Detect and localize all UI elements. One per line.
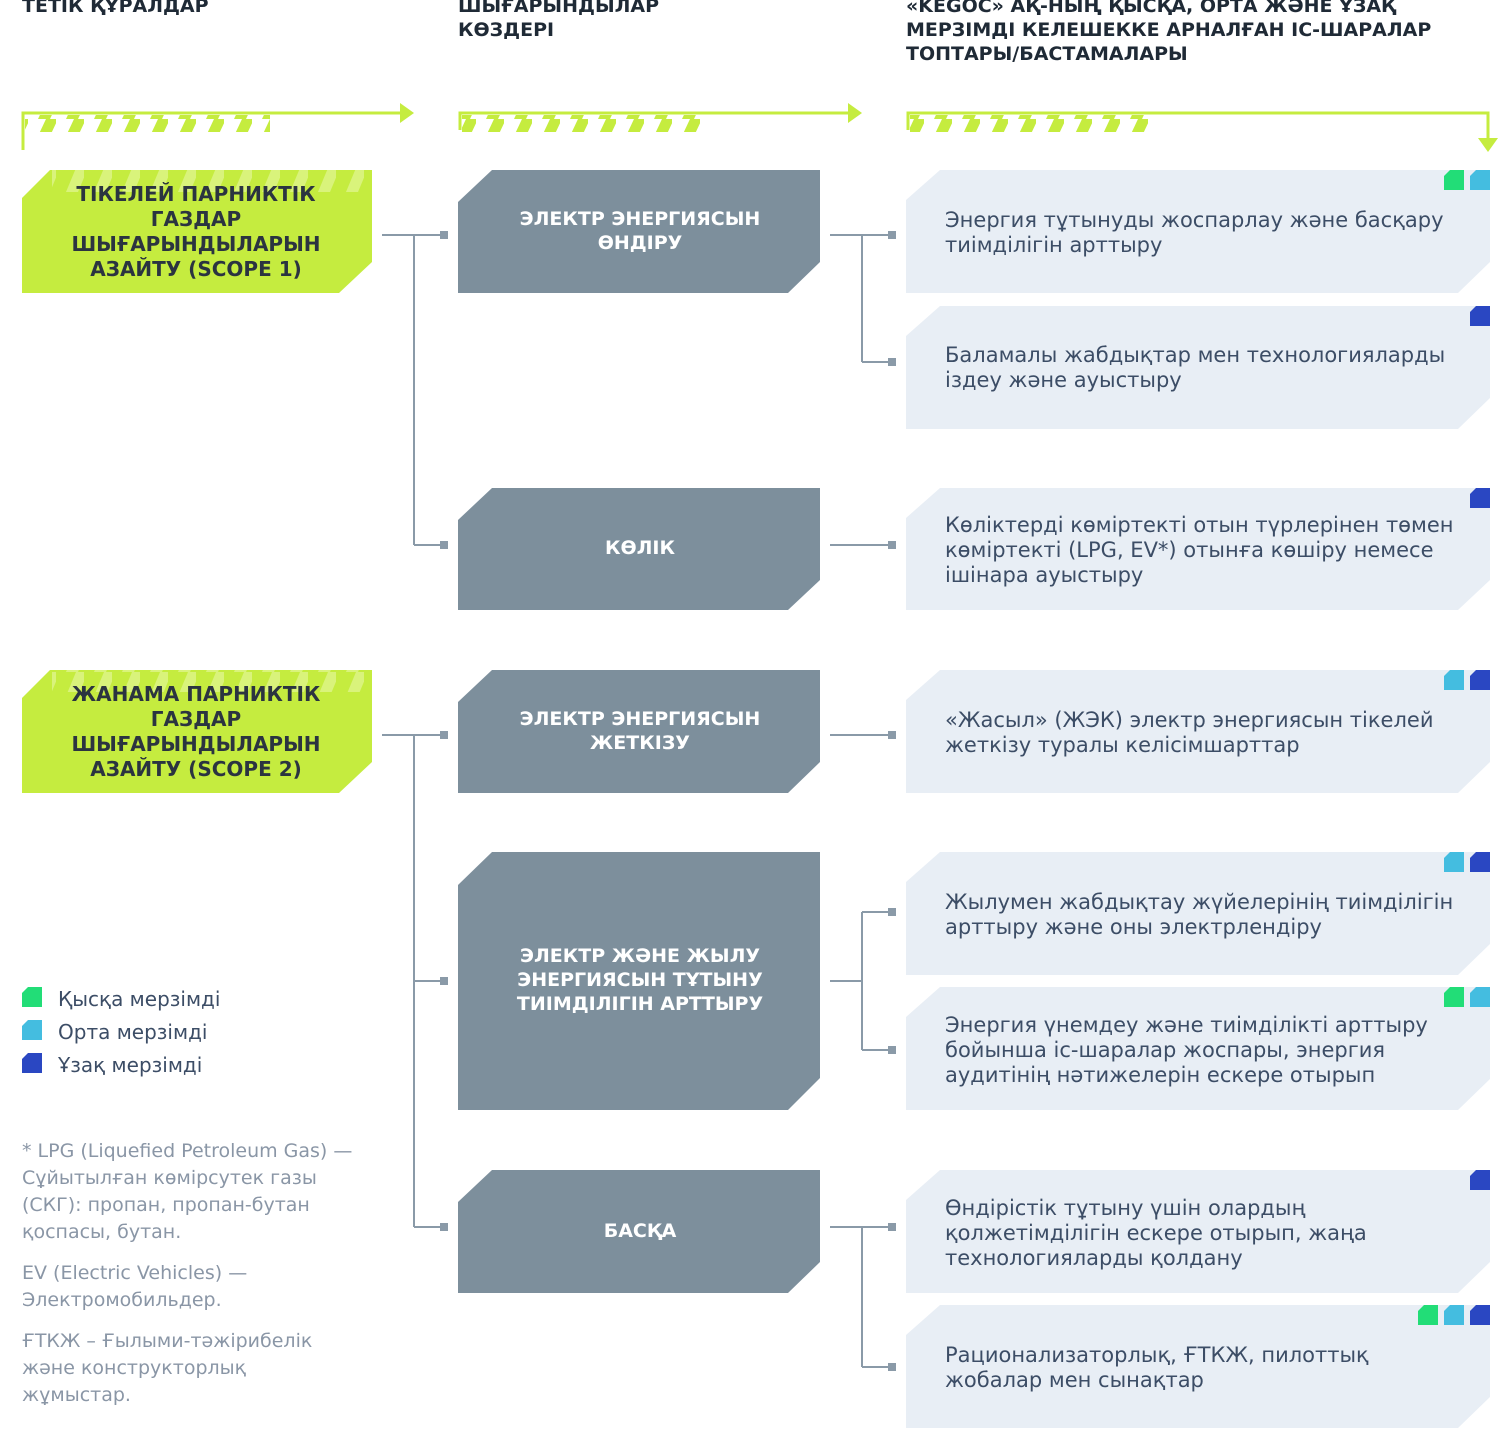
source-box-generation — [458, 170, 820, 293]
connector-scope1 — [382, 234, 446, 546]
term-marker-medium-icon — [1470, 987, 1490, 1007]
legend-label-medium: Орта мерзімді — [58, 1020, 208, 1044]
term-marker-medium-icon — [1470, 170, 1490, 190]
footnote-lpg: * LPG (Liquefied Petroleum Gas) — Сұйыты… — [22, 1140, 353, 1243]
term-marker-long-icon — [1470, 306, 1490, 326]
connector-initiative-ends — [888, 231, 896, 1371]
header-sources: ШЫҒАРЫНДЫЛАР КӨЗДЕРІ — [458, 0, 660, 41]
header-levers: ТЕТІК ҚҰРАЛДАР — [22, 0, 209, 17]
source-box-efficiency — [458, 852, 820, 1110]
source-text-generation: ЭЛЕКТР ЭНЕРГИЯСЫН ӨНДІРУ — [519, 208, 761, 254]
header-arrow-sources — [458, 103, 862, 132]
legend-label-short: Қысқа мерзімді — [58, 987, 221, 1011]
legend-short-icon — [22, 987, 42, 1007]
source-box-delivery — [458, 670, 820, 793]
source-box-transport — [458, 488, 820, 610]
footnote-ev: EV (Electric Vehicles) — Электромобильде… — [22, 1262, 248, 1311]
term-marker-long-icon — [1470, 488, 1490, 508]
connector-scope2 — [382, 734, 446, 1228]
term-marker-long-icon — [1470, 670, 1490, 690]
header-arrow-levers — [21, 103, 414, 150]
source-text-transport: КӨЛІК — [604, 537, 676, 559]
footnote-rnd: ҒТКЖ – Ғылыми-тәжірибелік және конструкт… — [22, 1330, 313, 1406]
legend-medium-icon — [22, 1020, 42, 1040]
source-box-other — [458, 1170, 820, 1293]
term-marker-medium-icon — [1444, 670, 1464, 690]
term-marker-medium-icon — [1444, 852, 1464, 872]
lever-box-scope2 — [22, 670, 372, 793]
connector-other — [830, 1226, 894, 1368]
initiative-text-3: Көліктерді көміртекті отын түрлерінен тө… — [945, 512, 1454, 587]
term-marker-short-icon — [1418, 1305, 1438, 1325]
initiative-text-7: Өндірістік тұтыну үшін олардың қолжетімд… — [945, 1195, 1367, 1270]
lever-box-scope1 — [22, 170, 372, 293]
initiative-box-7 — [906, 1170, 1490, 1293]
initiative-box-4 — [906, 670, 1490, 793]
header-arrow-initiatives — [906, 111, 1498, 152]
connector-efficiency — [830, 911, 894, 1051]
term-marker-long-icon — [1470, 1170, 1490, 1190]
initiative-box-1 — [906, 170, 1490, 293]
term-marker-long-icon — [1470, 852, 1490, 872]
lever-text-scope2: ЖАНАМА ПАРНИКТІК ГАЗДАР ШЫҒАРЫНДЫЛАРЫН А… — [71, 682, 321, 781]
initiative-text-8: Рационализаторлық, ҒТКЖ, пилоттық жобала… — [945, 1343, 1369, 1392]
term-marker-long-icon — [1470, 1305, 1490, 1325]
initiative-box-3 — [906, 488, 1490, 610]
source-text-efficiency: ЭЛЕКТР ЖӘНЕ ЖЫЛУ ЭНЕРГИЯСЫН ТҰТЫНУ ТИІМД… — [516, 945, 764, 1015]
legend-markers — [22, 987, 42, 1073]
source-text-delivery: ЭЛЕКТР ЭНЕРГИЯСЫН ЖЕТКІЗУ — [519, 708, 761, 754]
initiative-text-5: Жылумен жабдықтау жүйелерінің тиімділігі… — [945, 890, 1454, 939]
initiative-box-2 — [906, 306, 1490, 429]
initiative-text-6: Энергия үнемдеу және тиімділікті арттыру… — [945, 1012, 1428, 1087]
source-text-other: БАСҚА — [603, 1220, 677, 1242]
term-marker-medium-icon — [1444, 1305, 1464, 1325]
legend-label-long: Ұзақ мерзімді — [58, 1053, 203, 1077]
initiative-box-8 — [906, 1305, 1490, 1428]
connector-scope1-ends — [440, 231, 448, 549]
term-marker-short-icon — [1444, 987, 1464, 1007]
connector-generation — [830, 234, 894, 363]
lever-text-scope1: ТІКЕЛЕЙ ПАРНИКТІК ГАЗДАР ШЫҒАРЫНДЫЛАРЫН … — [71, 182, 321, 281]
term-markers — [1418, 170, 1490, 1325]
initiative-box-6 — [906, 987, 1490, 1110]
term-marker-short-icon — [1444, 170, 1464, 190]
initiative-text-4: «Жасыл» (ЖЭК) электр энергиясын тікелей … — [945, 708, 1434, 757]
connector-scope2-ends — [440, 731, 448, 1231]
initiative-box-5 — [906, 852, 1490, 975]
initiative-text-1: Энергия тұтынуды жоспарлау және басқару … — [945, 208, 1444, 257]
initiative-text-2: Баламалы жабдықтар мен технологияларды і… — [945, 343, 1446, 392]
legend-long-icon — [22, 1053, 42, 1073]
header-initiatives: «KEGOC» АҚ-НЫҢ ҚЫСҚА, ОРТА ЖӘНЕ ҰЗАҚ МЕР… — [906, 0, 1432, 65]
